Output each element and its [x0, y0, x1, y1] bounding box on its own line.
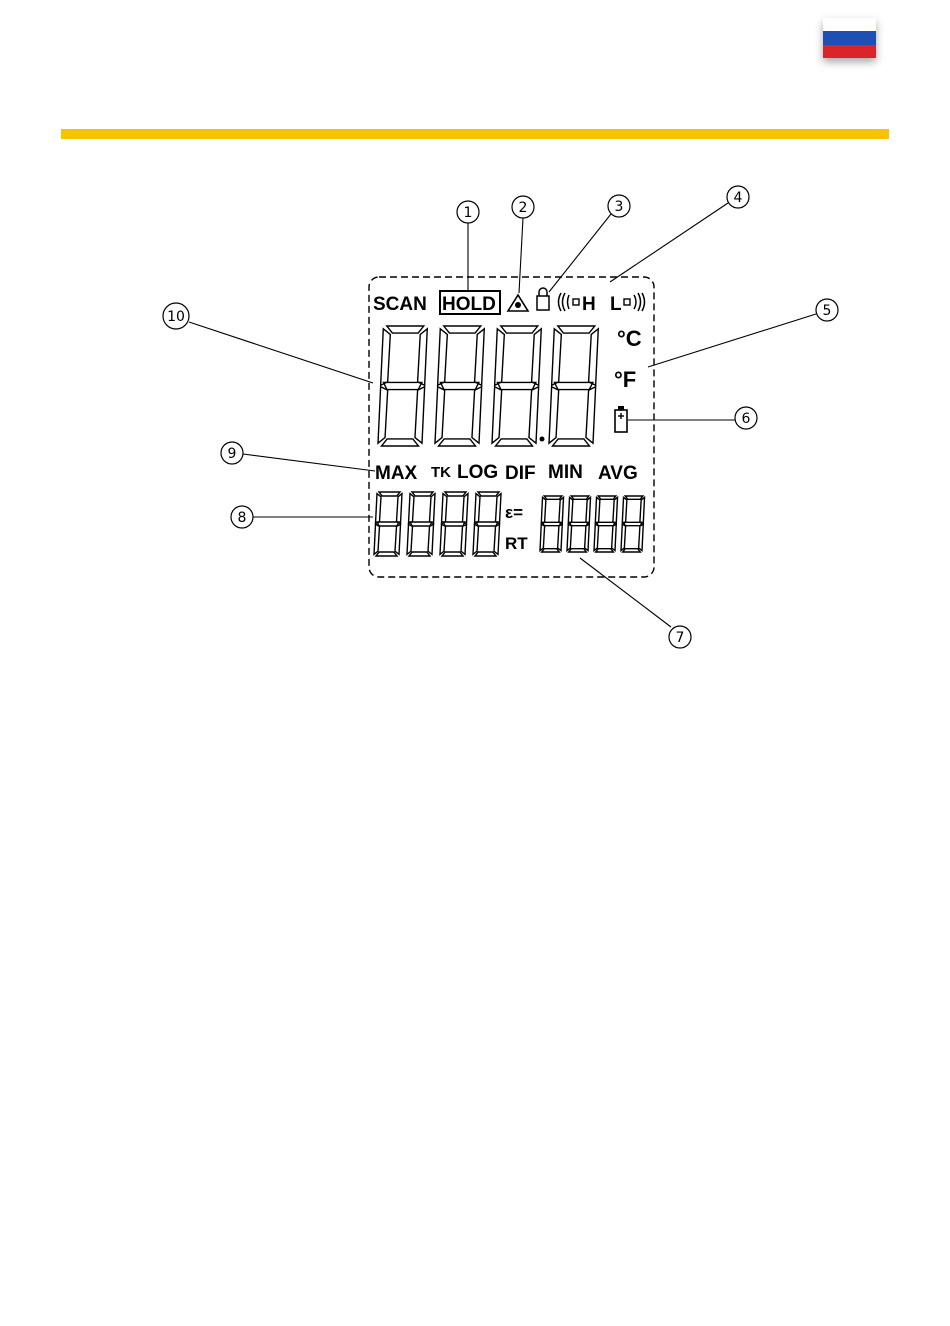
label-rt: RT: [505, 534, 528, 553]
svg-text:2: 2: [519, 200, 528, 216]
left-digit-1: [374, 492, 402, 556]
main-digit-1: [378, 326, 427, 446]
svg-text:3: 3: [615, 199, 624, 215]
label-log: LOG: [457, 462, 498, 483]
label-avg: AVG: [598, 463, 638, 484]
callout-3: 3: [608, 195, 630, 217]
callout-10: 10: [163, 303, 189, 329]
callout-9: 9: [221, 442, 243, 464]
svg-text:10: 10: [167, 309, 185, 325]
main-digit-4: [549, 326, 598, 446]
svg-text:7: 7: [676, 630, 685, 646]
right-digit-1: [540, 496, 564, 552]
svg-text:6: 6: [742, 411, 751, 427]
callout-2: 2: [512, 196, 534, 218]
decimal-point: [540, 437, 545, 442]
label-scan: SCAN: [373, 294, 427, 315]
svg-text:4: 4: [734, 190, 743, 206]
main-digit-display: [378, 326, 598, 446]
left-digit-4: [473, 492, 501, 556]
callout-4: 4: [727, 186, 749, 208]
beep-high-icon: [559, 293, 580, 311]
svg-text:1: 1: [464, 205, 473, 221]
callout-6: 6: [735, 407, 757, 429]
left-digit-2: [407, 492, 435, 556]
label-l: L: [610, 294, 622, 315]
main-digit-3: [492, 326, 541, 446]
unit-fahrenheit: °F: [614, 367, 636, 392]
secondary-right-display: [540, 496, 645, 552]
right-digit-4: [621, 496, 645, 552]
callout-1: 1: [457, 201, 479, 223]
callout-5: 5: [816, 299, 838, 321]
svg-text:5: 5: [823, 303, 832, 319]
laser-warning-icon: [508, 295, 528, 311]
label-max: MAX: [375, 463, 418, 484]
label-dif: DIF: [505, 463, 536, 484]
battery-icon: [615, 406, 627, 432]
label-hold: HOLD: [442, 294, 496, 315]
beep-low-icon: [624, 293, 645, 311]
label-min: MIN: [548, 462, 583, 483]
callout-7: 7: [669, 626, 691, 648]
lock-icon: [537, 288, 549, 310]
main-digit-2: [435, 326, 484, 446]
svg-text:8: 8: [238, 510, 247, 526]
right-digit-2: [567, 496, 591, 552]
secondary-left-display: [374, 492, 501, 556]
leader-lines: [189, 203, 816, 627]
unit-celsius: °C: [617, 326, 642, 351]
right-digit-3: [594, 496, 618, 552]
callout-8: 8: [231, 506, 253, 528]
left-digit-3: [440, 492, 468, 556]
label-emissivity: ε=: [505, 503, 523, 522]
label-h: H: [582, 294, 596, 315]
svg-text:9: 9: [228, 446, 237, 462]
label-tk: TK: [431, 464, 451, 481]
